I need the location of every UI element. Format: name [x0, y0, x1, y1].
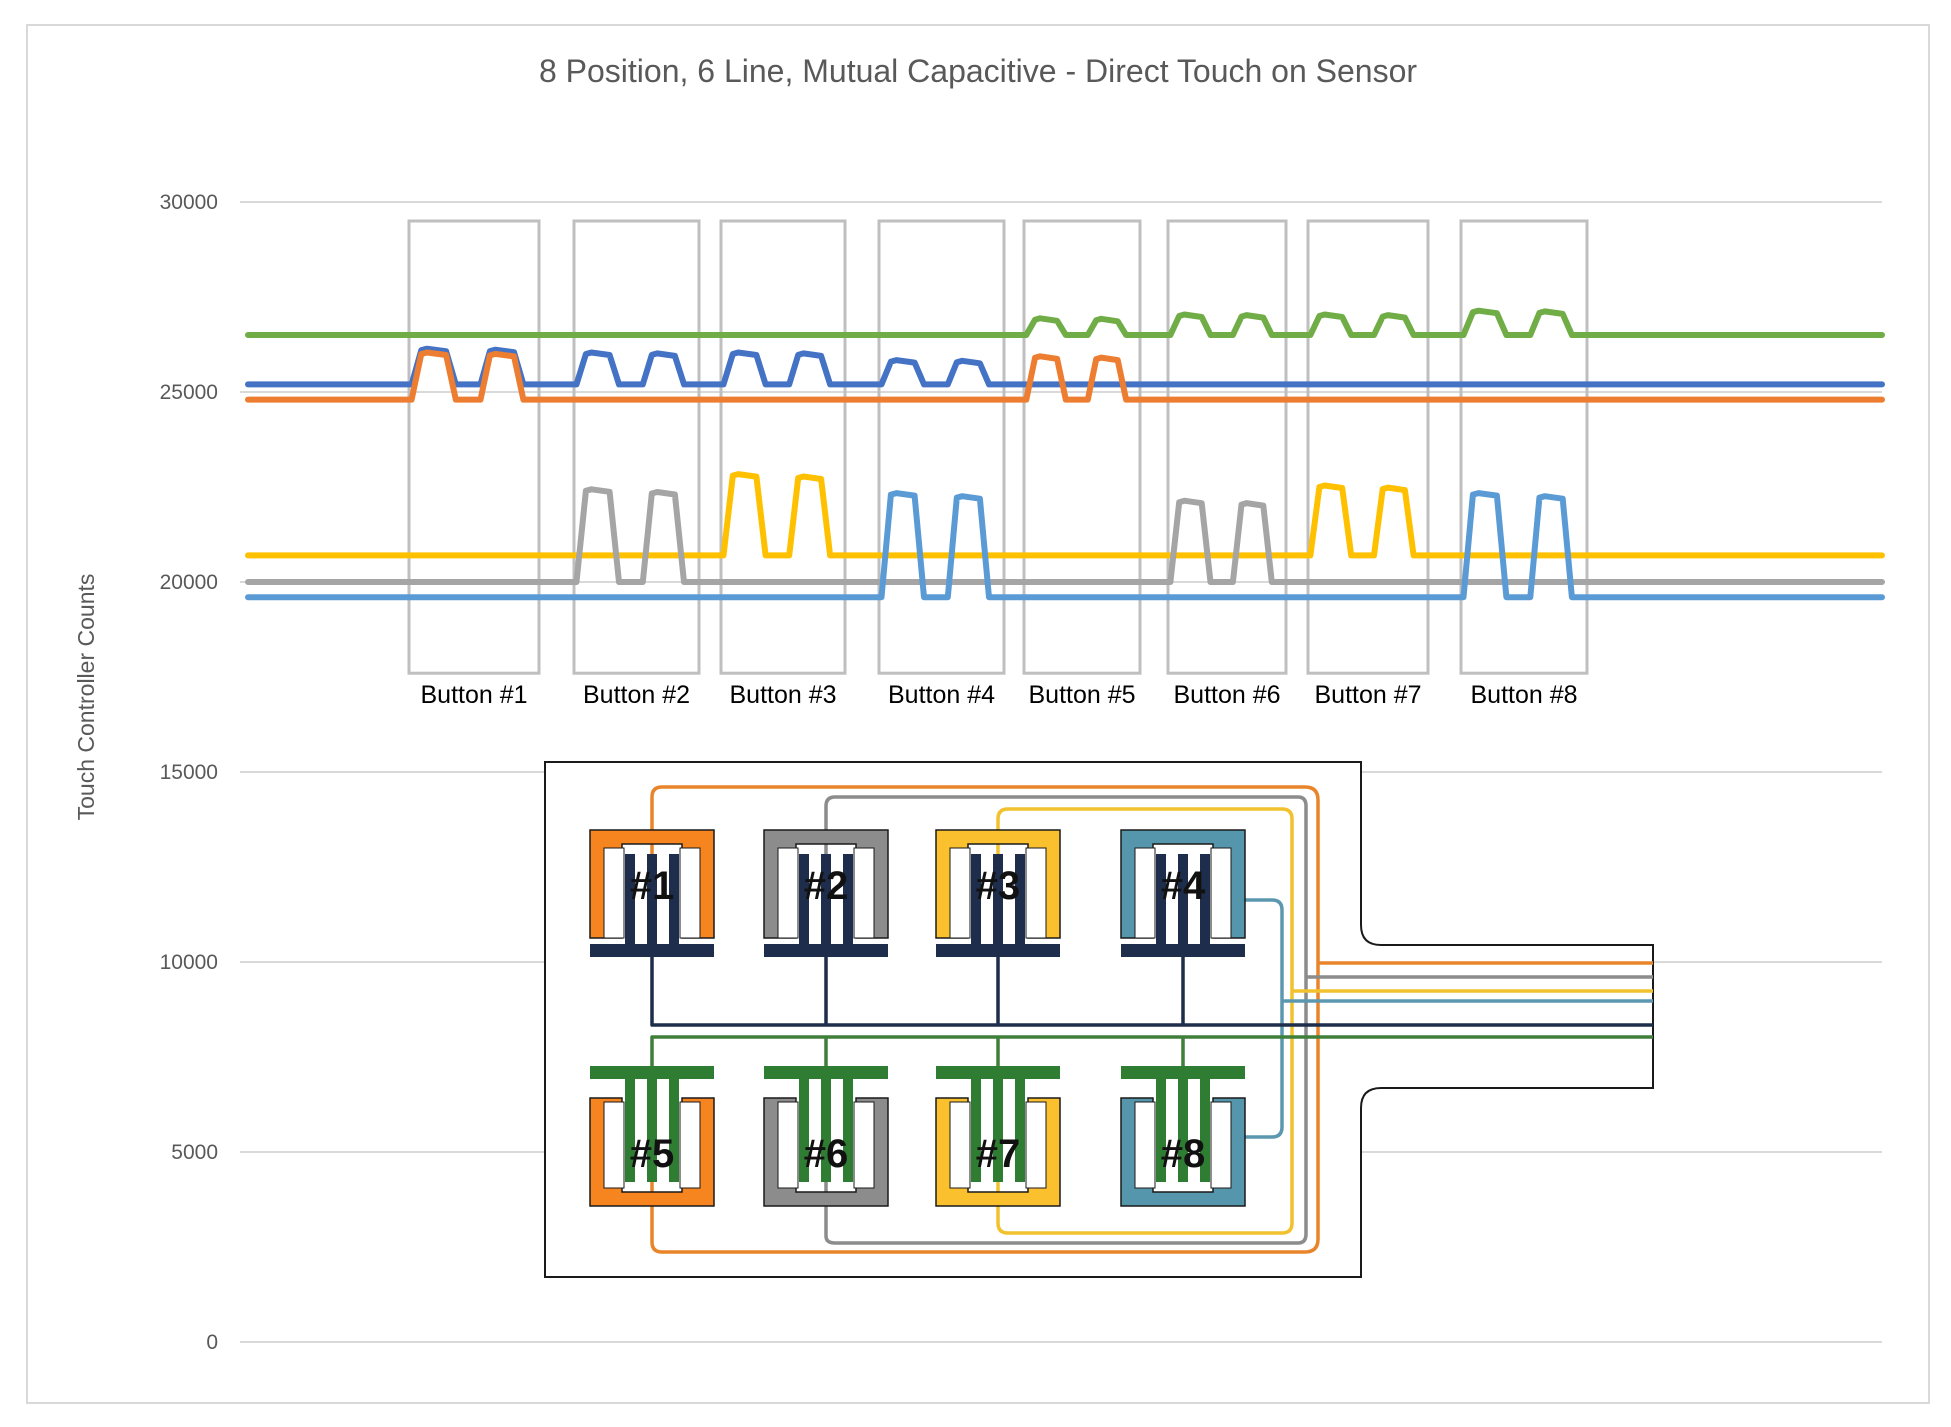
- chart-frame: [26, 24, 1930, 1404]
- drive-finger: [821, 1072, 831, 1182]
- pad-slot: [1210, 847, 1232, 939]
- pad-slot: [603, 847, 625, 939]
- drive-finger: [971, 1072, 981, 1182]
- pad-slot: [1025, 1101, 1047, 1189]
- button-window: [1166, 219, 1288, 675]
- y-tick-labels: 0 5000 10000 15000 20000 25000 30000: [160, 191, 218, 1354]
- pad-label: #5: [630, 1132, 675, 1176]
- button-label: Button #7: [1314, 681, 1421, 709]
- drive-bar: [590, 944, 714, 957]
- drive-finger: [647, 1072, 657, 1182]
- button-label: Button #5: [1028, 681, 1135, 709]
- pad-slot: [1025, 847, 1047, 939]
- drive-finger: [1156, 854, 1166, 950]
- series-line: [245, 349, 1885, 403]
- pad-slot: [777, 1101, 799, 1189]
- y-tick-label: 15000: [160, 761, 218, 784]
- button-label: Button #6: [1173, 681, 1280, 709]
- pad-label: #4: [1161, 864, 1206, 908]
- button-window: [572, 219, 701, 675]
- drive-finger: [1178, 1072, 1188, 1182]
- drive-finger: [993, 854, 1003, 950]
- series-line: [245, 471, 1885, 559]
- drive-finger: [821, 854, 831, 950]
- y-tick-label: 20000: [160, 571, 218, 594]
- pad-slot: [777, 847, 799, 939]
- routing-trace: [824, 795, 1653, 1245]
- drive-finger: [799, 854, 809, 950]
- button-label: Button #3: [729, 681, 836, 709]
- series-line: [245, 307, 1885, 338]
- drive-bar: [1121, 944, 1245, 957]
- button-window: [407, 219, 541, 675]
- pad-slot: [949, 847, 971, 939]
- pad-label: #1: [630, 864, 675, 908]
- pad-slot: [949, 1101, 971, 1189]
- series-line: [245, 490, 1885, 601]
- drive-finger: [843, 1072, 853, 1182]
- y-tick-label: 25000: [160, 381, 218, 404]
- drive-bar: [764, 944, 888, 957]
- pad-slot: [679, 847, 701, 939]
- button-label: Button #4: [888, 681, 995, 709]
- button-window: [1306, 219, 1430, 675]
- pad-label: #7: [976, 1132, 1021, 1176]
- series-layer: [245, 307, 1885, 601]
- drive-finger: [993, 1072, 1003, 1182]
- routing-trace: [650, 1035, 1653, 1077]
- button-window: [719, 219, 847, 675]
- drive-finger: [799, 1072, 809, 1182]
- y-tick-label: 10000: [160, 951, 218, 974]
- y-tick-label: 0: [206, 1331, 218, 1354]
- drive-finger: [1015, 854, 1025, 950]
- y-axis-title: Touch Controller Counts: [73, 574, 99, 821]
- pad-label: #2: [804, 864, 849, 908]
- pad-slot: [679, 1101, 701, 1189]
- drive-finger: [647, 854, 657, 950]
- button-boxes: [407, 219, 1589, 675]
- y-tick-label: 5000: [171, 1141, 218, 1164]
- routing-trace: [1243, 898, 1653, 1139]
- drive-finger: [1015, 1072, 1025, 1182]
- pad-label: #3: [976, 864, 1021, 908]
- drive-finger: [669, 1072, 679, 1182]
- button-window: [1022, 219, 1142, 675]
- series-line: [245, 486, 1885, 585]
- pad-slot: [853, 847, 875, 939]
- sensor-diagram: #1 #2 #3 #4 #5 #6 #7 #8: [544, 761, 1654, 1278]
- chart-title: 8 Position, 6 Line, Mutual Capacitive - …: [539, 53, 1417, 89]
- routing-trace: [650, 785, 1653, 1254]
- button-window: [877, 219, 1006, 675]
- drive-finger: [625, 854, 635, 950]
- pad-slot: [853, 1101, 875, 1189]
- pad-slot: [1210, 1101, 1232, 1189]
- drive-finger: [843, 854, 853, 950]
- drive-finger: [1200, 1072, 1210, 1182]
- pad-slot: [603, 1101, 625, 1189]
- drive-finger: [1178, 854, 1188, 950]
- button-label: Button #1: [420, 681, 527, 709]
- pad-label: #8: [1161, 1132, 1206, 1176]
- button-label: Button #2: [583, 681, 690, 709]
- button-window: [1459, 219, 1589, 675]
- drive-finger: [1200, 854, 1210, 950]
- pad-slot: [1134, 1101, 1156, 1189]
- button-labels: Button #1 Button #2 Button #3 Button #4 Butt…: [420, 681, 1577, 709]
- pad-slot: [1134, 847, 1156, 939]
- button-label: Button #8: [1470, 681, 1577, 709]
- drive-finger: [971, 854, 981, 950]
- drive-finger: [1156, 1072, 1166, 1182]
- y-tick-label: 30000: [160, 191, 218, 214]
- drive-finger: [669, 854, 679, 950]
- drive-finger: [625, 1072, 635, 1182]
- routing-trace: [996, 807, 1653, 1235]
- pad-label: #6: [804, 1132, 849, 1176]
- drive-bar: [936, 944, 1060, 957]
- routing-trace: [650, 957, 1653, 1027]
